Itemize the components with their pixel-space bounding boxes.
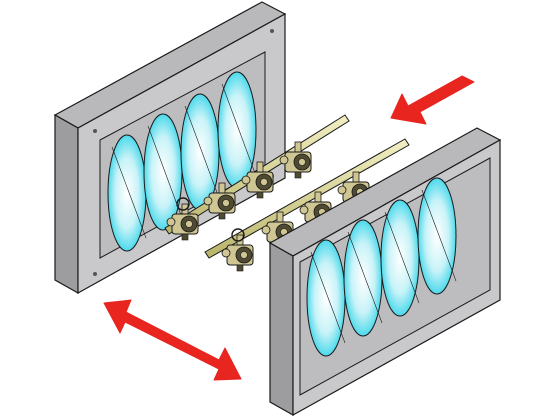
spray-valve <box>166 197 199 241</box>
spray-valve <box>241 161 274 199</box>
spray-valve <box>279 141 312 179</box>
spray-valve <box>221 228 254 272</box>
lens <box>417 177 457 295</box>
right-mold-panel <box>268 127 502 417</box>
slide-double-arrow-icon <box>103 299 242 381</box>
spray-valve <box>203 182 236 220</box>
motion-arrow-icon <box>390 75 475 125</box>
left-mold-panel <box>53 1 287 295</box>
